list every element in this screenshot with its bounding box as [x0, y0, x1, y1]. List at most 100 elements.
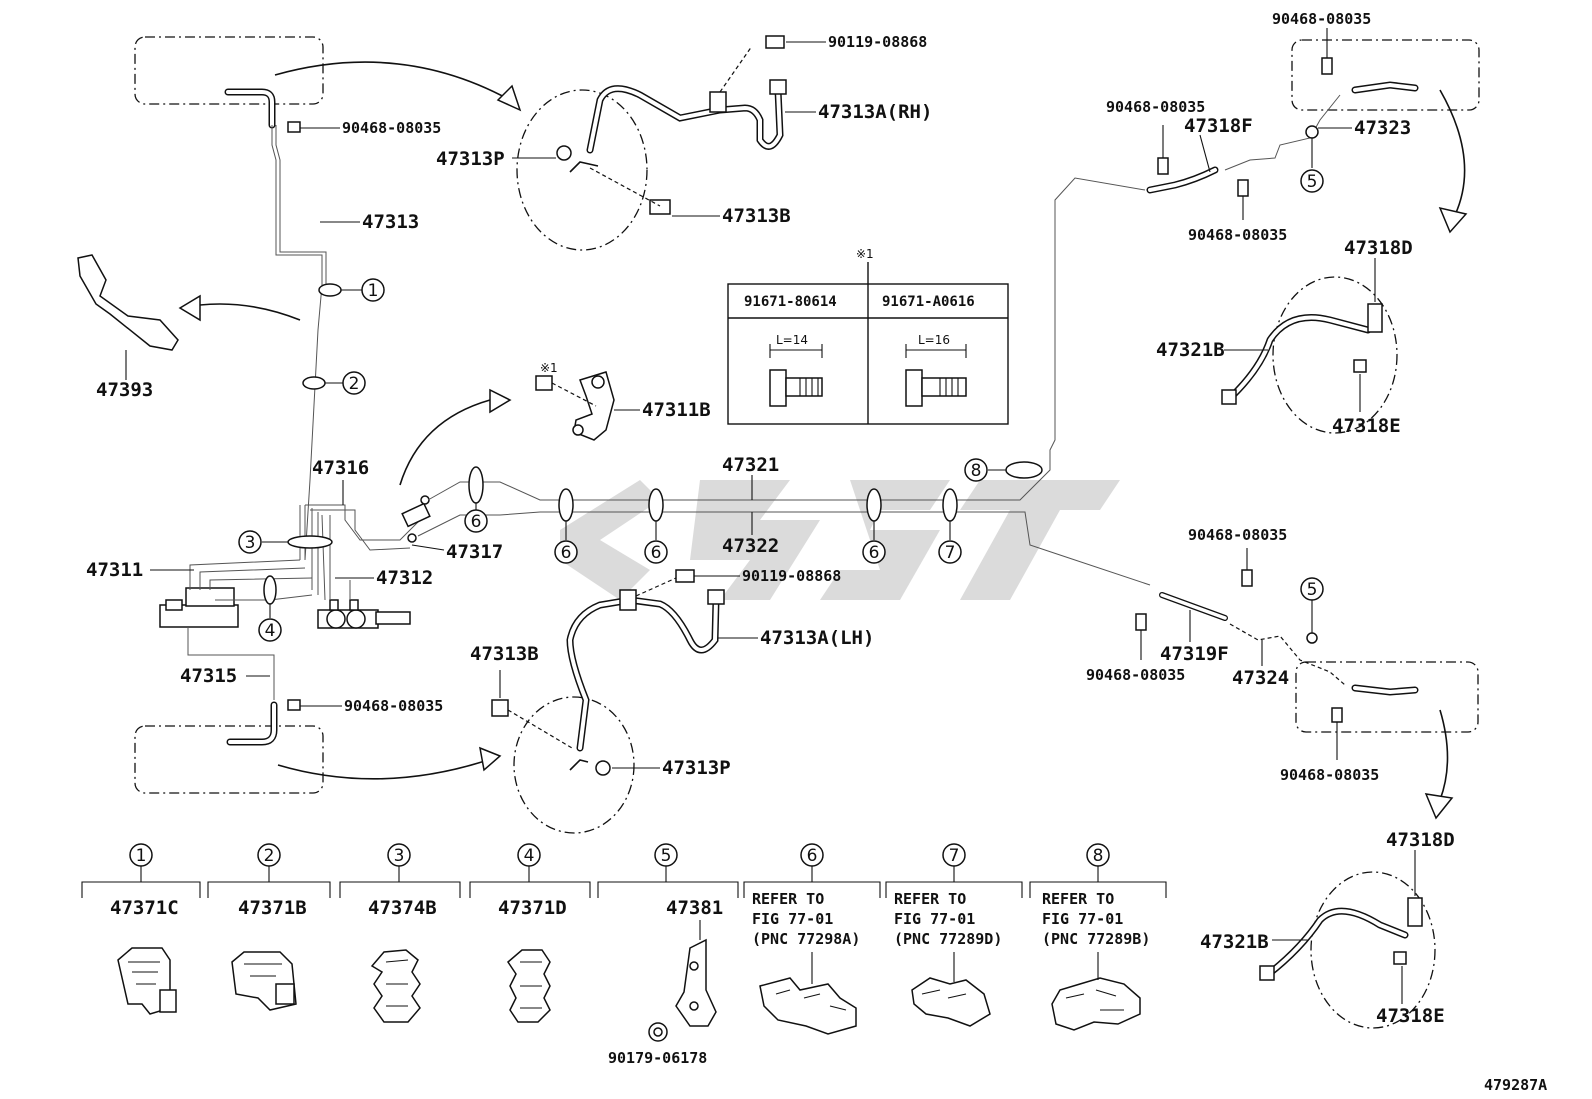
- label-47318E-bottom: 47318E: [1376, 1005, 1445, 1027]
- bracket-47311B: [535, 371, 615, 441]
- label-47313A-RH: 47313A(RH): [818, 101, 932, 123]
- label-90119-08868-top: 90119-08868: [828, 33, 927, 51]
- svg-text:1: 1: [368, 281, 379, 301]
- legend-part-5: 47381: [666, 897, 723, 919]
- label-47313P-low: 47313P: [662, 757, 731, 779]
- label-47316: 47316: [312, 457, 369, 479]
- legend-part-4: 47371D: [498, 897, 567, 919]
- callout-5-top: 5: [1300, 169, 1324, 193]
- legend-callout-8: 8: [1086, 843, 1110, 867]
- detail-box-top-left: [134, 36, 324, 105]
- clip-47371D-icon: [507, 949, 551, 1023]
- legend-callout-3: 3: [387, 843, 411, 867]
- detail-circle-lh: [513, 696, 635, 834]
- label-47319F: 47319F: [1160, 643, 1229, 665]
- label-47393: 47393: [96, 379, 153, 401]
- legend-ref-7-line3: (PNC 77289D): [894, 930, 1002, 948]
- legend-callout-1: 1: [129, 843, 153, 867]
- hose-47321B-top: [1221, 303, 1383, 405]
- svg-text:5: 5: [1307, 172, 1318, 192]
- label-90468-08035-r-mid: 90468-08035: [1188, 526, 1287, 544]
- bracket-47393: [77, 254, 179, 351]
- callout-4: 4: [258, 618, 282, 642]
- label-90468-08035-tl: 90468-08035: [342, 119, 441, 137]
- bolt-icon-short: [769, 369, 823, 407]
- svg-text:2: 2: [349, 374, 360, 394]
- callout-6d: 6: [862, 540, 886, 564]
- detail-circle-rh: [516, 89, 648, 251]
- label-47318D-top: 47318D: [1344, 237, 1413, 259]
- legend-callout-2: 2: [257, 843, 281, 867]
- svg-text:6: 6: [471, 512, 482, 532]
- figure-id: 479287A: [1484, 1076, 1547, 1094]
- callout-6b: 6: [554, 540, 578, 564]
- detail-circle-right-top: [1272, 276, 1398, 434]
- label-47313: 47313: [362, 211, 419, 233]
- label-47321B-top: 47321B: [1156, 339, 1225, 361]
- label-47322: 47322: [722, 535, 779, 557]
- svg-text:7: 7: [949, 846, 960, 866]
- detail-circle-right-bottom: [1310, 871, 1436, 1029]
- master-unit-47311: [159, 559, 313, 628]
- svg-text:6: 6: [807, 846, 818, 866]
- label-90468-08035-r-left: 90468-08035: [1086, 666, 1185, 684]
- legend-callout-6: 6: [800, 843, 824, 867]
- legend-ref-8-line3: (PNC 77289B): [1042, 930, 1150, 948]
- label-47313P-top: 47313P: [436, 148, 505, 170]
- callout-6a: 6: [464, 509, 488, 533]
- detail-box-bottom-right: [1295, 661, 1479, 733]
- note-ref-1: ※1: [856, 247, 874, 261]
- svg-text:1: 1: [136, 846, 147, 866]
- joint-47317: [401, 495, 431, 543]
- hose-47313A-RH: [556, 35, 787, 215]
- hose-47321B-bottom: [1259, 897, 1423, 981]
- svg-text:3: 3: [245, 533, 256, 553]
- detail-box-top-right: [1291, 39, 1480, 111]
- legend-part-2: 47371B: [238, 897, 307, 919]
- label-47323: 47323: [1354, 117, 1411, 139]
- bolt-table-col-2: 91671-A0616: [882, 294, 975, 310]
- clip-47371C-icon: [117, 947, 177, 1015]
- svg-text:6: 6: [869, 543, 880, 563]
- svg-text:7: 7: [945, 543, 956, 563]
- legend-ref-7-line2: FIG 77-01: [894, 910, 975, 928]
- bracket-47381-icon: [648, 920, 717, 1042]
- legend-ref-6-line1: REFER TO: [752, 890, 824, 908]
- bolt-table-col-1: 91671-80614: [744, 294, 837, 310]
- label-47321: 47321: [722, 454, 779, 476]
- clip-47374B-icon: [370, 949, 421, 1023]
- label-90468-08035-bl: 90468-08035: [344, 697, 443, 715]
- label-90468-08035-tr-left: 90468-08035: [1106, 98, 1205, 116]
- clip-77289D-icon: [911, 952, 991, 1027]
- legend-ref-8-line1: REFER TO: [1042, 890, 1114, 908]
- arrows: [178, 61, 1468, 820]
- label-90468-08035-tr-mid: 90468-08035: [1188, 226, 1287, 244]
- svg-text:2: 2: [264, 846, 275, 866]
- label-47318D-bottom: 47318D: [1386, 829, 1455, 851]
- svg-text:3: 3: [394, 846, 405, 866]
- bolt-table: 91671-80614 91671-A0616 L=14 L=16: [727, 262, 1009, 425]
- legend-ref-7-line1: REFER TO: [894, 890, 966, 908]
- clip-77289B-icon: [1051, 952, 1141, 1031]
- legend-callout-7: 7: [942, 843, 966, 867]
- hose-47313A-LH: [491, 569, 725, 776]
- callout-5-mid: 5: [1300, 577, 1324, 601]
- label-47321B-bottom: 47321B: [1200, 931, 1269, 953]
- legend-brackets: [81, 866, 1167, 898]
- legend-part-3: 47374B: [368, 897, 437, 919]
- label-47311B: 47311B: [642, 399, 711, 421]
- svg-text:5: 5: [1307, 580, 1318, 600]
- label-47313A-LH: 47313A(LH): [760, 627, 874, 649]
- label-47318F: 47318F: [1184, 115, 1253, 137]
- legend-part-1: 47371C: [110, 897, 179, 919]
- label-47317: 47317: [446, 541, 503, 563]
- legend-callout-5: 5: [654, 843, 678, 867]
- callout-3: 3: [238, 530, 262, 554]
- master-cylinder-47312: [317, 580, 411, 629]
- callout-7: 7: [938, 540, 962, 564]
- svg-text:6: 6: [651, 543, 662, 563]
- watermark-logo: [560, 480, 1120, 600]
- legend-part-5-extra: 90179-06178: [608, 1049, 707, 1067]
- bolt-length-2: L=16: [918, 333, 950, 347]
